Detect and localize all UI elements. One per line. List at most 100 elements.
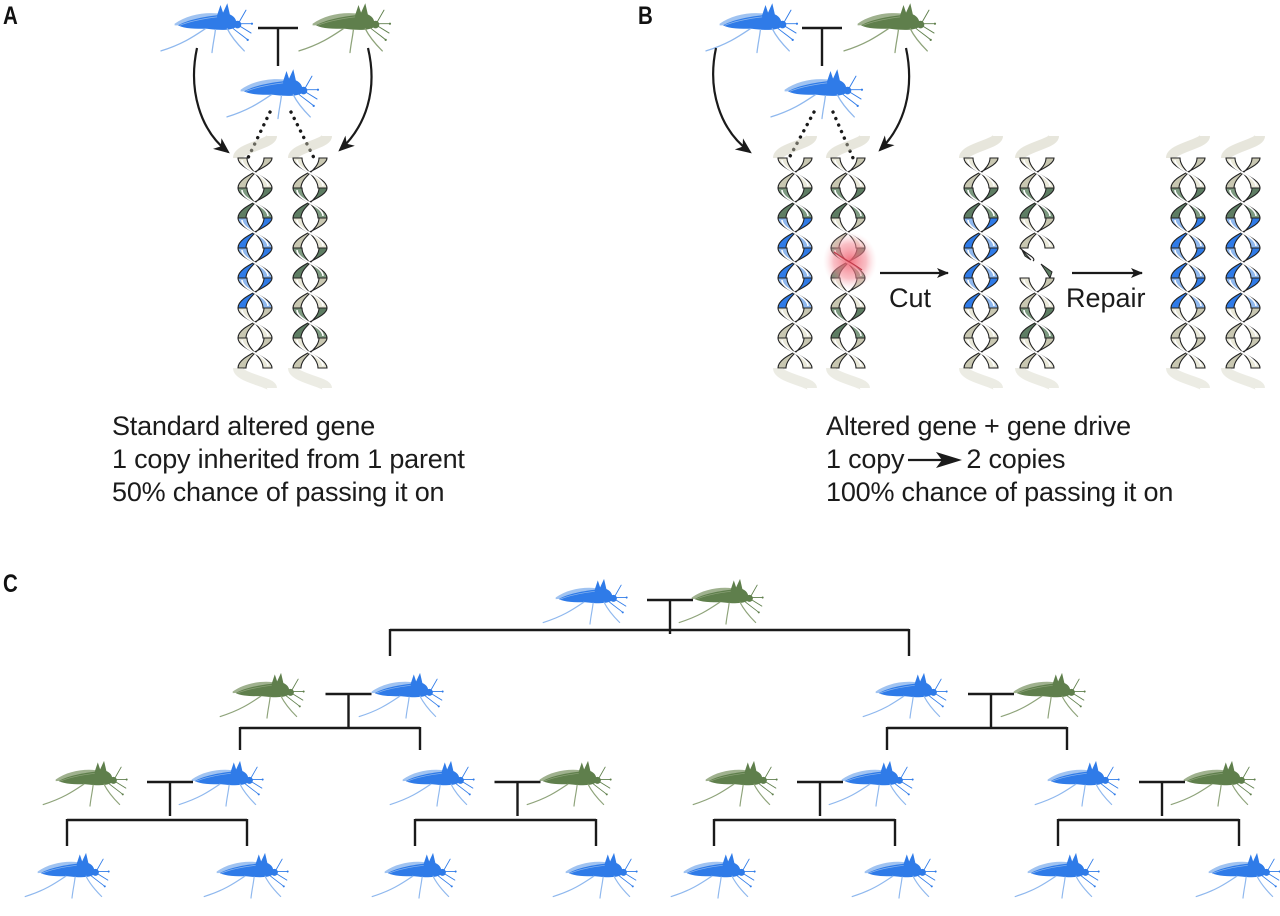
parent-mosquito-wild-icon [843, 3, 937, 54]
cross-symbol [797, 780, 843, 816]
mating-pair [542, 578, 764, 634]
tree-branch-gen1 [388, 628, 911, 656]
generation-3 [42, 760, 1256, 816]
cut-label: Cut [889, 283, 932, 313]
cross-symbol [325, 692, 372, 728]
helix-segment-cream [237, 307, 273, 339]
cross-symbol [1139, 780, 1185, 816]
helix-segment-cream [1019, 337, 1055, 369]
helix-segment-green [777, 187, 813, 219]
helix-segment-cream [777, 307, 813, 339]
altered-mosquito-icon [389, 760, 475, 807]
tree-branch-gen2-right [885, 726, 1069, 750]
helix-segment-cream [777, 157, 813, 189]
helix-segment-cream [1170, 157, 1206, 189]
helix-segment-blue [963, 217, 999, 249]
helix-top-fade [233, 133, 277, 160]
tree-branch-gen3 [413, 818, 598, 846]
wild-mosquito-icon [219, 672, 305, 719]
helix-segment-cream [292, 217, 328, 249]
tree-branch-gen3 [1056, 818, 1241, 846]
helix-segment-blue [1170, 217, 1206, 249]
helix-segment-green [1225, 187, 1261, 219]
helix-segment-cream [1170, 337, 1206, 369]
helix-segment-green [1019, 307, 1055, 339]
helix-segment-cream [292, 277, 328, 309]
chromosome-2 [1015, 133, 1059, 391]
caption-b-line-1: Altered gene + gene drive [826, 411, 1131, 441]
helix-segment-blue [963, 247, 999, 279]
mating-pair [42, 760, 264, 816]
mating-pair [862, 672, 1086, 728]
helix-bottom-fade [773, 366, 817, 391]
wild-mosquito-icon [1000, 672, 1086, 719]
link-dots-left [786, 110, 816, 162]
helix-segment-cream [830, 157, 866, 189]
helix-segment-blue [1170, 247, 1206, 279]
altered-mosquito-icon [542, 578, 628, 625]
helix-top-fade [959, 133, 1003, 160]
altered-mosquito-icon [1195, 852, 1280, 899]
caption-a-line-2: 1 copy inherited from 1 parent [112, 444, 465, 474]
helix-segment-cream [292, 337, 328, 369]
inherit-arrow-right [878, 47, 911, 152]
wild-mosquito-icon [678, 578, 764, 625]
helix-segment-green [830, 187, 866, 219]
wild-mosquito-icon [526, 760, 612, 807]
mating-pair [692, 760, 914, 816]
helix-segment-cream [292, 157, 328, 189]
parent-mosquito-wild-icon [298, 3, 392, 54]
link-dots-right [831, 110, 855, 160]
helix-segment-blue [963, 277, 999, 309]
caption-b-line-2-from: 1 copy [826, 444, 905, 474]
helix-segment-green [963, 187, 999, 219]
parent-mosquito-altered-icon [160, 3, 254, 54]
helix-bottom-fade [233, 366, 277, 391]
chromosome-1 [1166, 133, 1210, 391]
helix-segment-cream [237, 157, 273, 189]
altered-mosquito-icon [1034, 760, 1120, 807]
altered-mosquito-icon [203, 852, 289, 899]
step-cut [959, 133, 1059, 391]
helix-segment-blue [1170, 277, 1206, 309]
cross-symbol [494, 780, 541, 816]
link-dots-right [289, 110, 316, 160]
helix-segment-blue [237, 247, 273, 279]
repair-label: Repair [1066, 283, 1146, 313]
helix-top-fade [1221, 133, 1265, 160]
helix-bottom-fade [1166, 366, 1210, 391]
helix-top-fade [773, 133, 817, 160]
generation-4 [24, 852, 1280, 899]
mating-pair [219, 672, 444, 728]
mating-pair [389, 760, 612, 816]
helix-bottom-fade [826, 366, 870, 391]
helix-segment-cream [1225, 157, 1261, 189]
caption-a-line-1: Standard altered gene [112, 411, 376, 441]
step-initial [773, 133, 877, 391]
cross-symbol-a [258, 26, 298, 66]
caption-a: Standard altered gene 1 copy inherited f… [112, 410, 465, 509]
step-repair [1166, 133, 1265, 391]
helix-segment-cream [963, 307, 999, 339]
chromosome-wild [288, 133, 332, 391]
helix-top-fade [1015, 133, 1059, 160]
inherit-arrow-left [193, 47, 230, 154]
panel-label-c: C [3, 570, 18, 598]
helix-segment-blue [1225, 247, 1261, 279]
helix-segment-green [237, 187, 273, 219]
helix-top-fade [288, 133, 332, 160]
tree-branch-gen3 [65, 818, 249, 846]
wild-mosquito-icon [692, 760, 778, 807]
offspring-mosquito-icon [226, 69, 320, 120]
helix-segment-green [1019, 187, 1055, 219]
helix-segment-green [1170, 187, 1206, 219]
helix-segment-blue [237, 277, 273, 309]
caption-a-line-3: 50% chance of passing it on [112, 477, 445, 507]
cross-symbol [147, 780, 193, 816]
helix-top-fade [1166, 133, 1210, 160]
helix-segment-green [292, 187, 328, 219]
helix-bottom-fade [1221, 366, 1265, 391]
chromosome-1 [773, 133, 817, 391]
panel-a [160, 3, 392, 391]
helix-segment-cream [1019, 277, 1055, 309]
